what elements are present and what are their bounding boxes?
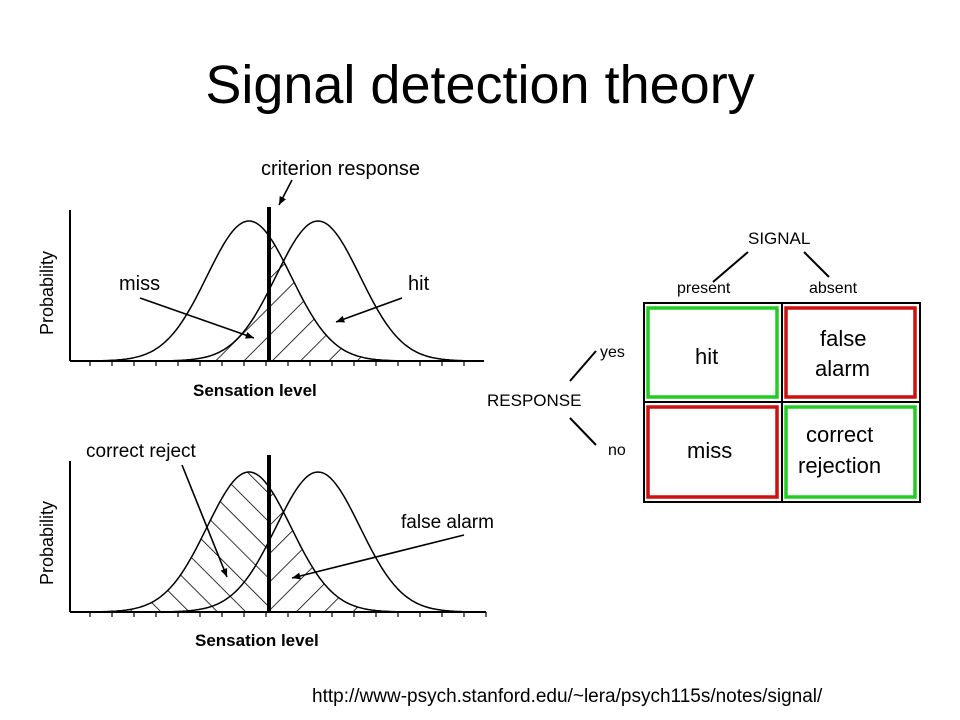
criterion-response-label: criterion response — [261, 158, 420, 180]
correct-reject-arrow — [181, 464, 228, 578]
hit-arrow-head — [336, 315, 345, 323]
cell-false-alarm-line1: false — [820, 326, 866, 351]
y-axis-label-bottom: Probability — [37, 501, 57, 585]
miss-arrow — [139, 297, 255, 339]
y-axis-label-top: Probability — [37, 251, 57, 335]
x-axis-caption-top: Sensation level — [193, 381, 317, 400]
hit-region — [269, 237, 390, 361]
correct-reject-label: correct reject — [86, 441, 197, 462]
hit-arrow — [335, 297, 403, 323]
present-label: present — [677, 280, 731, 297]
cell-miss-label: miss — [687, 438, 732, 463]
false-alarm-region — [269, 488, 375, 612]
bottom-distribution-graph: correct reject Probability false alarm — [37, 441, 494, 617]
cell-correct-rejection — [784, 405, 917, 499]
signal-branch-left — [712, 251, 749, 283]
slide-title: Signal detection theory — [205, 55, 755, 115]
correct-reject-region — [130, 472, 269, 612]
source-url: http://www-psych.stanford.edu/~lera/psyc… — [312, 686, 823, 707]
absent-label: absent — [809, 280, 858, 297]
miss-label: miss — [119, 273, 160, 295]
signal-label: SIGNAL — [748, 229, 810, 248]
response-matrix-diagram: SIGNAL present absent RESPONSE yes no hi… — [484, 215, 935, 512]
top-distribution-graph: criterion response Probability miss hit — [37, 158, 487, 366]
response-branch-down — [569, 417, 597, 446]
cell-false-alarm-line2: alarm — [815, 356, 870, 381]
cell-correct-rejection-line1: correct — [806, 422, 873, 447]
no-label: no — [608, 442, 626, 459]
response-branch-up — [569, 350, 597, 382]
hit-label: hit — [408, 273, 430, 295]
x-axis-caption-bottom: Sensation level — [195, 631, 319, 650]
cell-hit — [646, 306, 779, 399]
miss-arrow-head — [245, 331, 254, 339]
correct-reject-arrow-head — [220, 568, 228, 577]
false-alarm-label: false alarm — [401, 512, 494, 533]
false-alarm-arrow — [291, 534, 465, 579]
cell-miss — [646, 405, 779, 499]
cell-false-alarm — [784, 306, 917, 399]
cell-correct-rejection-line2: rejection — [798, 453, 881, 478]
yes-label: yes — [600, 344, 625, 361]
signal-branch-right — [803, 251, 830, 278]
miss-region — [180, 292, 269, 361]
response-label: RESPONSE — [487, 391, 581, 410]
cell-hit-label: hit — [695, 344, 718, 369]
criterion-arrow-head — [279, 196, 286, 205]
false-alarm-arrow-head — [292, 572, 301, 580]
